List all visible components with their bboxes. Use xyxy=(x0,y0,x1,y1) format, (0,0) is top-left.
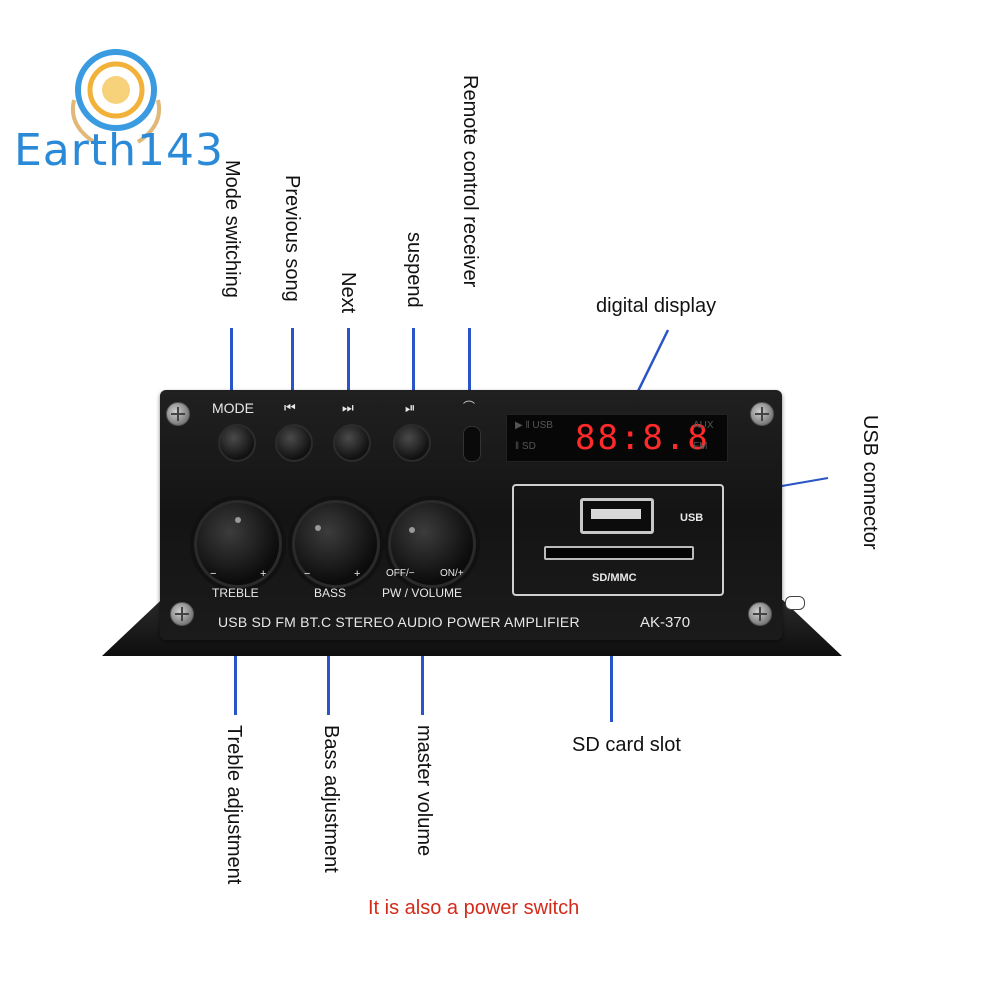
play-pause-button[interactable] xyxy=(393,424,431,462)
treble-minus: − xyxy=(210,568,217,580)
mode-button-label: MODE xyxy=(212,400,254,416)
display-right-top: AUX xyxy=(693,420,714,431)
leader-treble xyxy=(234,600,237,715)
bass-knob[interactable] xyxy=(292,500,380,588)
usb-port[interactable] xyxy=(580,498,654,534)
screw-top-left xyxy=(166,402,190,426)
amplifier-front-panel: MODE ⏮ ⏭ ⏯ ⌒ ▶ ‖ USB ‖ SD 88:8.8 AUX FM … xyxy=(160,390,782,640)
volume-label: PW / VOLUME xyxy=(382,586,463,600)
callout-mode-switching: Mode switching xyxy=(221,160,243,298)
leader-bass xyxy=(327,600,330,715)
leader-previous xyxy=(291,328,294,396)
bass-plus: + xyxy=(354,568,361,580)
display-right-bottom: FM xyxy=(693,441,708,452)
screw-top-right xyxy=(750,402,774,426)
digital-display: ▶ ‖ USB ‖ SD 88:8.8 AUX FM xyxy=(506,414,728,462)
treble-label: TREBLE xyxy=(212,586,259,600)
brand-name: Earth143 xyxy=(14,125,224,176)
display-left-bottom: ‖ SD xyxy=(515,441,536,452)
brand-logo: Earth143 xyxy=(14,30,224,180)
previous-button[interactable] xyxy=(275,424,313,462)
leader-mode xyxy=(230,328,233,396)
bass-minus: − xyxy=(304,568,311,580)
ir-window xyxy=(463,426,481,462)
volume-plus: ON/+ xyxy=(440,568,464,579)
mode-button[interactable] xyxy=(218,424,256,462)
callout-sd-card-slot: SD card slot xyxy=(572,734,681,756)
leader-suspend xyxy=(412,328,415,396)
callout-master-volume: master volume xyxy=(413,725,435,857)
bracket-hole xyxy=(785,596,805,610)
previous-button-label: ⏮ xyxy=(284,400,296,415)
callout-usb-connector: USB connector xyxy=(859,415,881,550)
sd-label: SD/MMC xyxy=(592,572,637,584)
volume-minus: OFF/− xyxy=(386,568,415,579)
bass-label: BASS xyxy=(314,586,347,600)
volume-knob[interactable] xyxy=(388,500,476,588)
usb-port-tongue xyxy=(591,509,641,519)
callout-remote-receiver: Remote control receiver xyxy=(459,75,481,288)
sd-card-slot[interactable] xyxy=(544,546,694,560)
treble-knob[interactable] xyxy=(194,500,282,588)
next-button[interactable] xyxy=(333,424,371,462)
media-port-box: USB SD/MMC xyxy=(512,484,724,596)
leader-remote xyxy=(468,328,471,396)
panel-description: USB SD FM BT.C STEREO AUDIO POWER AMPLIF… xyxy=(218,614,580,630)
next-button-label: ⏭ xyxy=(342,400,354,415)
display-digits: 88:8.8 xyxy=(575,418,710,458)
play-pause-button-label: ⏯ xyxy=(405,400,416,415)
callout-next: Next xyxy=(337,272,359,314)
callout-power-note: It is also a power switch xyxy=(368,897,580,919)
brand-emblem-icon xyxy=(71,49,161,144)
model-number: AK-370 xyxy=(640,614,691,631)
callout-suspend: suspend xyxy=(403,232,425,308)
callout-bass-adjustment: Bass adjustment xyxy=(320,725,342,873)
callout-digital-display: digital display xyxy=(596,295,717,317)
display-left-top: ▶ ‖ USB xyxy=(515,420,553,431)
callout-treble-adjustment: Treble adjustment xyxy=(223,725,245,885)
screw-bottom-right xyxy=(748,602,772,626)
screw-bottom-left xyxy=(170,602,194,626)
remote-receiver-icon: ⌒ xyxy=(463,400,476,414)
usb-label: USB xyxy=(680,512,704,524)
callout-previous-song: Previous song xyxy=(281,175,303,302)
treble-plus: + xyxy=(260,568,267,580)
leader-next xyxy=(347,328,350,396)
